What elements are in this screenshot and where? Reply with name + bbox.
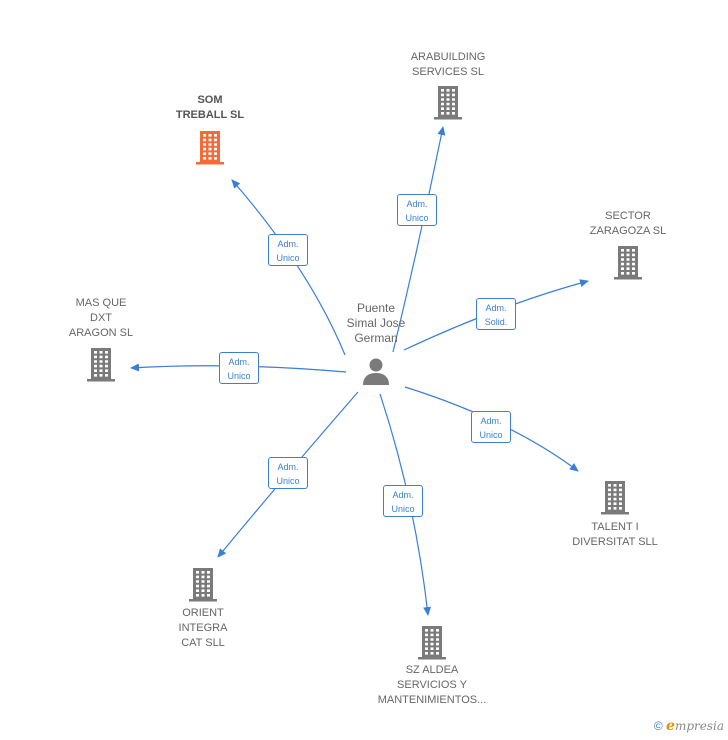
person-node[interactable] (361, 356, 391, 386)
building-icon[interactable] (612, 244, 644, 280)
role-badge-sz-aldea[interactable]: Adm. Unico (383, 485, 423, 517)
empresia-logo[interactable]: empresia (666, 718, 724, 734)
edge-arabuilding (392, 126, 446, 353)
company-label-som-treball-line: TREBALL SL (175, 109, 245, 121)
role-badge-text: Adm. (392, 490, 414, 500)
role-badge-som-treball[interactable]: Adm. Unico (268, 234, 308, 266)
role-badge-arabuilding[interactable]: Adm. Unico (397, 194, 437, 226)
company-label-som-treball-line: SOM (197, 94, 223, 106)
role-badge-text: Adm. (277, 239, 299, 249)
company-label-som-treball: SOM TREBALL SL (140, 93, 280, 123)
company-label-talent-line: DIVERSITAT SLL (572, 536, 658, 548)
building-icon[interactable] (599, 479, 631, 515)
person-name-line: Simal Jose (346, 316, 406, 330)
company-label-orient: ORIENT INTEGRA CAT SLL (133, 606, 273, 651)
company-label-sz-aldea: SZ ALDEA SERVICIOS Y MANTENIMIENTOS... (362, 663, 502, 708)
company-label-mas-que-dxt-line: MAS QUE (75, 297, 127, 309)
role-badge-text: Adm. (277, 462, 299, 472)
company-node-sz-aldea[interactable] (416, 624, 448, 660)
company-label-mas-que-dxt-line: DXT (90, 312, 112, 324)
role-badge-text: Unico (391, 504, 415, 514)
company-label-orient-line: INTEGRA (178, 622, 228, 634)
company-label-talent: TALENT I DIVERSITAT SLL (545, 520, 685, 550)
role-badge-text: Adm. (480, 416, 502, 426)
company-node-mas-que-dxt[interactable] (85, 346, 117, 382)
building-icon[interactable] (416, 624, 448, 660)
person-icon[interactable] (361, 356, 391, 386)
role-badge-mas-que-dxt[interactable]: Adm. Unico (219, 352, 259, 384)
company-label-mas-que-dxt-line: ARAGON SL (68, 327, 134, 339)
person-name-line: German (354, 331, 398, 345)
building-icon[interactable] (432, 84, 464, 120)
company-label-orient-line: CAT SLL (181, 637, 225, 649)
role-badge-text: Unico (405, 213, 429, 223)
person-name-line: Puente (356, 301, 396, 315)
building-icon[interactable] (187, 566, 219, 602)
copyright-symbol: © (653, 719, 663, 733)
company-label-orient-line: ORIENT (182, 607, 224, 619)
role-badge-text: Unico (479, 430, 503, 440)
role-badge-talent[interactable]: Adm. Unico (471, 411, 511, 443)
edge-som-treball (231, 179, 346, 356)
company-node-talent[interactable] (599, 479, 631, 515)
company-label-sz-aldea-line: MANTENIMIENTOS... (377, 694, 487, 706)
role-badge-text: Adm. (228, 357, 250, 367)
role-badge-text: Solid. (484, 317, 508, 327)
company-label-sector-zaragoza: SECTOR ZARAGOZA SL (558, 209, 698, 239)
company-node-sector-zaragoza[interactable] (612, 244, 644, 280)
company-label-sz-aldea-line: SZ ALDEA (405, 664, 459, 676)
company-node-orient[interactable] (187, 566, 219, 602)
company-label-arabuilding-line: ARABUILDING (410, 51, 486, 63)
company-label-arabuilding: ARABUILDING SERVICES SL (378, 50, 518, 80)
footer-credit: © empresia (654, 718, 724, 734)
building-icon[interactable] (85, 346, 117, 382)
company-label-sz-aldea-line: SERVICIOS Y (397, 679, 467, 691)
role-badge-text: Unico (276, 253, 300, 263)
building-icon[interactable] (194, 129, 226, 165)
company-node-som-treball[interactable] (194, 129, 226, 165)
company-node-arabuilding[interactable] (432, 84, 464, 120)
company-label-sector-zaragoza-line: ZARAGOZA SL (589, 225, 667, 237)
role-badge-orient[interactable]: Adm. Unico (268, 457, 308, 489)
role-badge-text: Unico (227, 371, 251, 381)
role-badge-sector-zaragoza[interactable]: Adm. Solid. (476, 298, 516, 330)
company-label-mas-que-dxt: MAS QUE DXT ARAGON SL (31, 296, 171, 341)
role-badge-text: Unico (276, 476, 300, 486)
role-badge-text: Adm. (406, 199, 428, 209)
company-label-talent-line: TALENT I (591, 521, 639, 533)
company-label-arabuilding-line: SERVICES SL (412, 66, 484, 78)
company-label-sector-zaragoza-line: SECTOR (605, 210, 651, 222)
role-badge-text: Adm. (485, 303, 507, 313)
